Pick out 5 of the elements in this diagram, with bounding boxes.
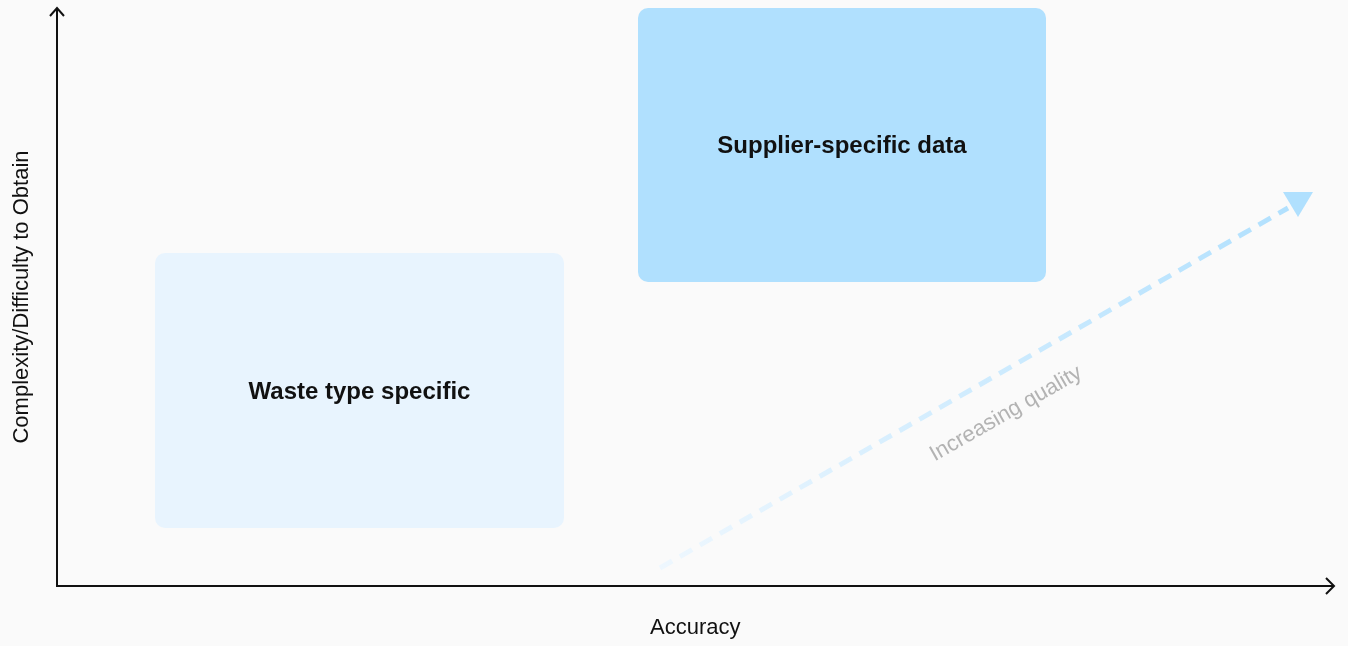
x-axis-label: Accuracy <box>650 614 741 640</box>
box-title: Supplier-specific data <box>717 131 967 159</box>
category-box <box>638 8 1046 282</box>
box-title: Waste type specific <box>248 376 471 405</box>
y-axis-label: Complexity/Difficulty to Obtain <box>7 150 33 444</box>
